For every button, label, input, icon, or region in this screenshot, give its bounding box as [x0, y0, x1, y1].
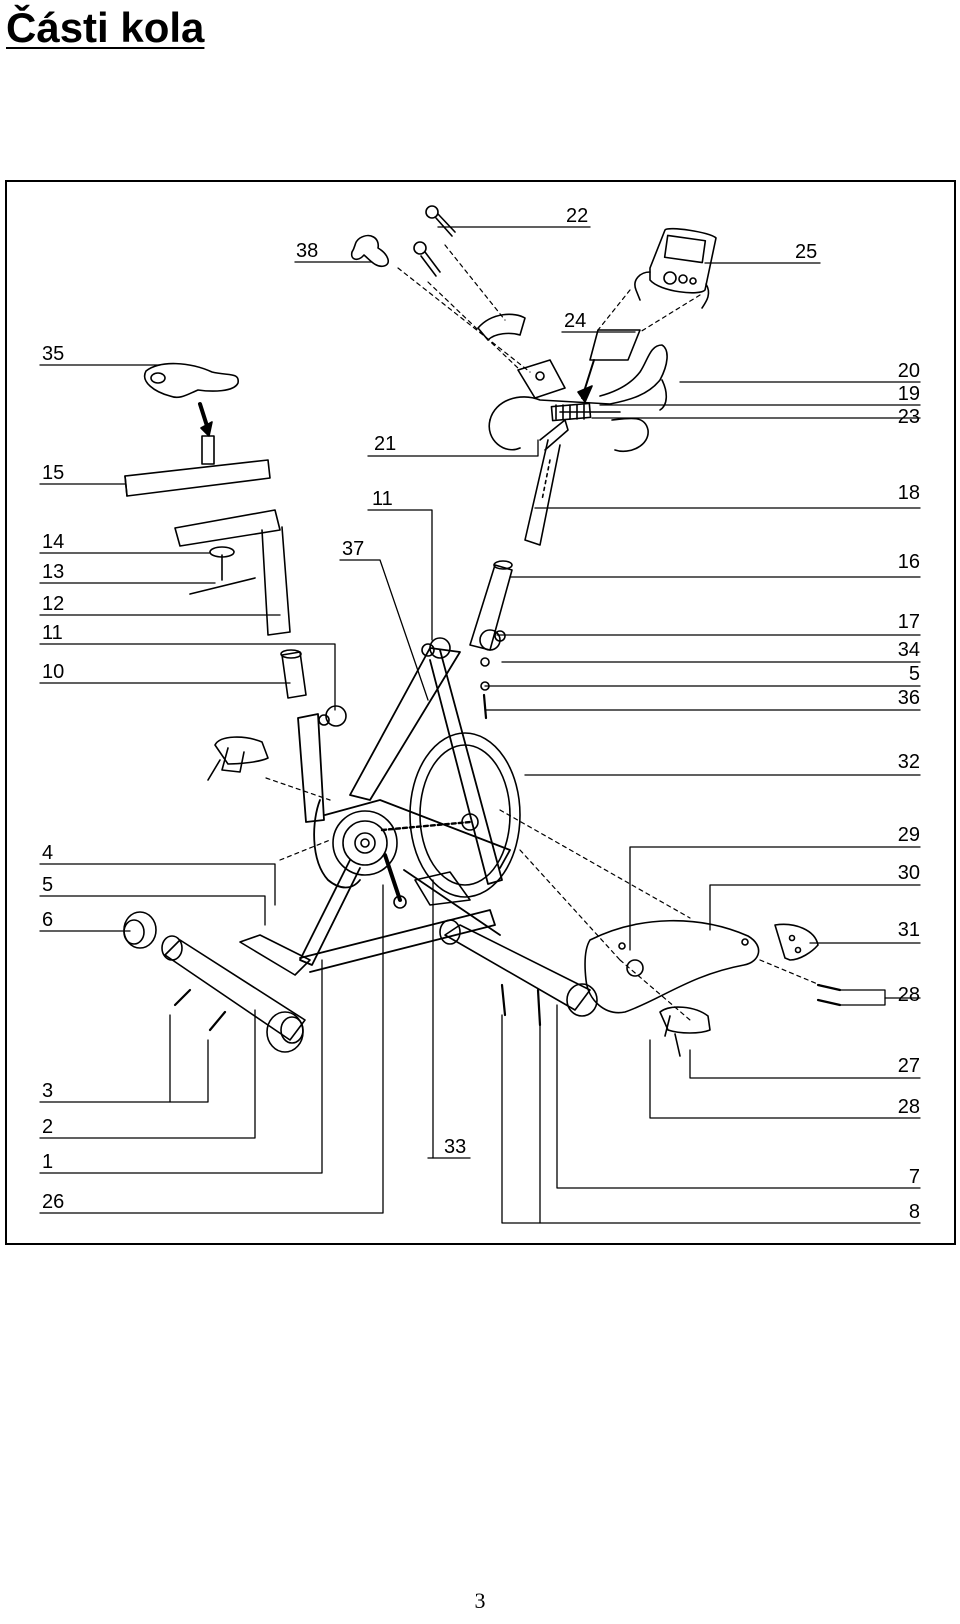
- part-label-21: 21: [374, 433, 397, 455]
- part-label-23: 23: [897, 406, 920, 428]
- part-label-11-center: 11: [372, 488, 393, 510]
- part-label-17: 17: [897, 611, 920, 633]
- page-title: Části kola: [6, 4, 205, 51]
- handlebar-bolt-upper: [425, 205, 456, 237]
- part-label-38: 38: [296, 240, 319, 262]
- part-label-25: 25: [795, 241, 818, 263]
- handlebar-clamp-base: [517, 359, 566, 399]
- part-label-18: 18: [897, 482, 920, 504]
- handlebar-knob: [350, 234, 390, 268]
- front-end-cap-left: [123, 911, 157, 949]
- front-end-cap-right: [266, 1011, 304, 1053]
- part-label-32: 32: [897, 751, 920, 773]
- part-label-7: 7: [908, 1166, 920, 1188]
- left-pedal: [207, 736, 269, 781]
- part-label-1: 1: [42, 1151, 54, 1173]
- part-label-22: 22: [566, 205, 589, 227]
- seat-slider: [124, 435, 271, 497]
- part-label-31: 31: [897, 919, 920, 941]
- seat-post: [174, 509, 291, 636]
- handlebar-bolt-lower: [413, 241, 441, 277]
- handlebar-post: [524, 419, 569, 546]
- part-label-19: 19: [897, 383, 920, 405]
- part-label-4: 4: [42, 842, 54, 864]
- part-label-20: 20: [897, 360, 920, 382]
- fastener-stack: [480, 657, 490, 720]
- assembly-guide-lines: [265, 244, 821, 1021]
- part-label-5-left: 5: [42, 874, 54, 896]
- part-label-29: 29: [897, 824, 920, 846]
- part-label-6: 6: [42, 909, 54, 931]
- part-label-8: 8: [908, 1201, 920, 1223]
- console-bracket: [577, 329, 641, 403]
- right-pedal: [659, 1006, 711, 1057]
- part-label-5-right: 5: [908, 663, 920, 685]
- part-label-12: 12: [42, 593, 65, 615]
- part-label-10: 10: [42, 661, 65, 683]
- handlebar: [488, 344, 668, 452]
- chain-cover: [584, 919, 760, 1014]
- part-label-37: 37: [342, 538, 365, 560]
- diagram-frame: [5, 180, 956, 1245]
- part-label-30: 30: [897, 862, 920, 884]
- rear-stabilizer: [439, 919, 598, 1017]
- part-label-27: 27: [897, 1055, 920, 1077]
- console: [634, 227, 717, 309]
- part-label-24: 24: [564, 310, 587, 332]
- part-label-3: 3: [42, 1080, 54, 1102]
- part-label-13: 13: [42, 561, 65, 583]
- tension-knob: [479, 629, 506, 651]
- part-label-28-lower: 28: [897, 1096, 920, 1118]
- page-number: 3: [474, 1588, 486, 1613]
- crank-assembly: [332, 810, 472, 909]
- bike-frame: [297, 647, 511, 973]
- part-label-16: 16: [897, 551, 920, 573]
- seat: [143, 362, 239, 437]
- crank-guard: [774, 923, 819, 961]
- front-bracket-plate: [239, 934, 311, 976]
- part-label-28-upper: 28: [897, 984, 920, 1006]
- handlebar-clamp-top: [477, 313, 526, 341]
- part-label-33: 33: [444, 1136, 467, 1158]
- front-stabilizer-screws: [173, 988, 227, 1032]
- cover-screws: [816, 983, 842, 1007]
- flywheel: [409, 732, 521, 898]
- part-label-36: 36: [897, 687, 920, 709]
- part-label-34: 34: [897, 639, 920, 661]
- part-label-15: 15: [42, 462, 65, 484]
- part-label-14: 14: [42, 531, 65, 553]
- part-label-2: 2: [42, 1116, 54, 1138]
- rear-stabilizer-bolts: [500, 983, 542, 1027]
- seat-post-bushing: [280, 649, 307, 699]
- adjust-knob-right: [421, 637, 451, 659]
- leader-lines: [39, 226, 921, 1224]
- rear-brace: [414, 871, 471, 906]
- part-label-26: 26: [42, 1191, 65, 1213]
- front-stabilizer: [161, 935, 306, 1041]
- part-label-11-left: 11: [42, 622, 63, 644]
- part-label-35: 35: [42, 343, 65, 365]
- adjust-knob-left: [318, 705, 347, 727]
